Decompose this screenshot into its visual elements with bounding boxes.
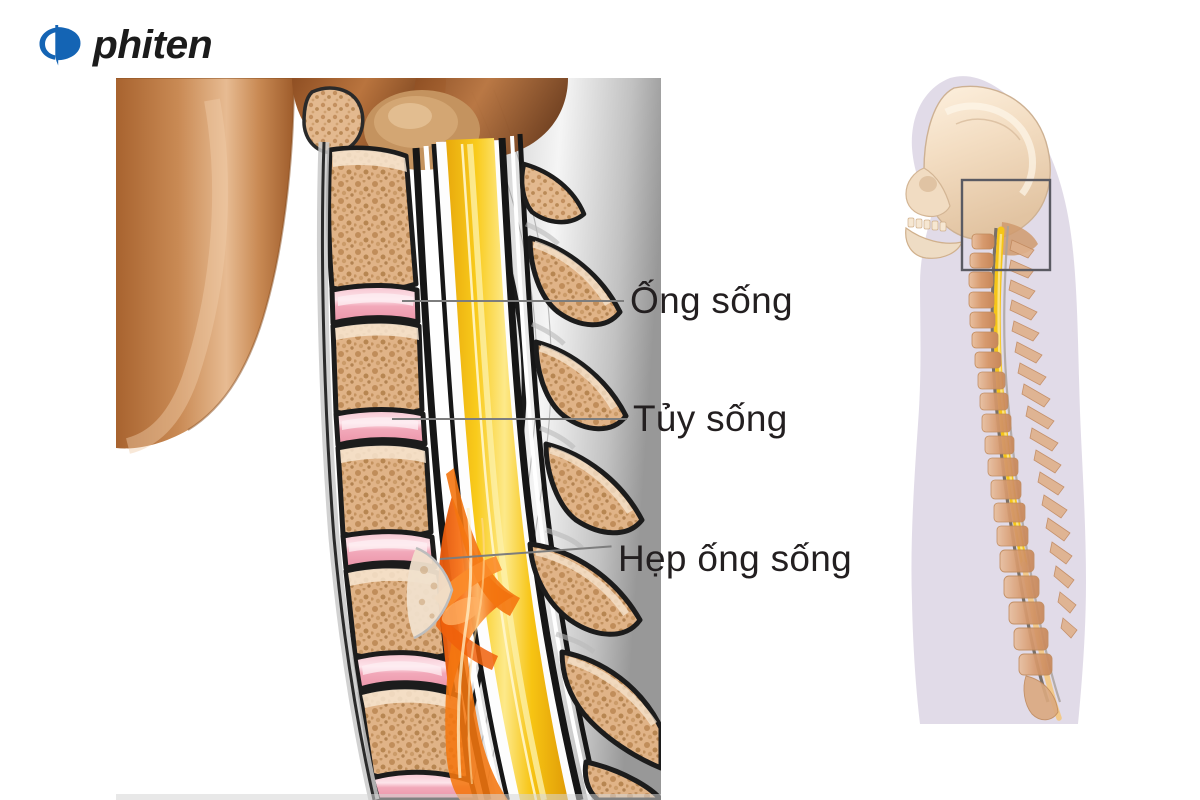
callout-spinal-cord: Tủy sống [392,400,788,437]
whole-spine-reference-figure [900,72,1108,732]
phi-symbol-icon [36,23,84,67]
leader-line-spinal-canal [402,299,624,302]
brand-logo: phiten [36,20,213,70]
brand-wordmark: phiten [92,23,213,67]
label-spinal-cord: Tủy sống [633,398,788,439]
leader-line-spinal-cord [392,417,627,420]
cervical-region-highlight-box [960,178,1052,272]
label-spinal-canal: Ống sống [630,280,793,321]
callout-spinal-canal: Ống sống [402,282,793,319]
leader-line-spinal-stenosis [439,544,612,560]
cervical-spine-illustration [116,78,661,800]
label-spinal-stenosis: Hẹp ống sống [618,538,853,579]
callout-spinal-stenosis: Hẹp ống sống [439,538,853,579]
